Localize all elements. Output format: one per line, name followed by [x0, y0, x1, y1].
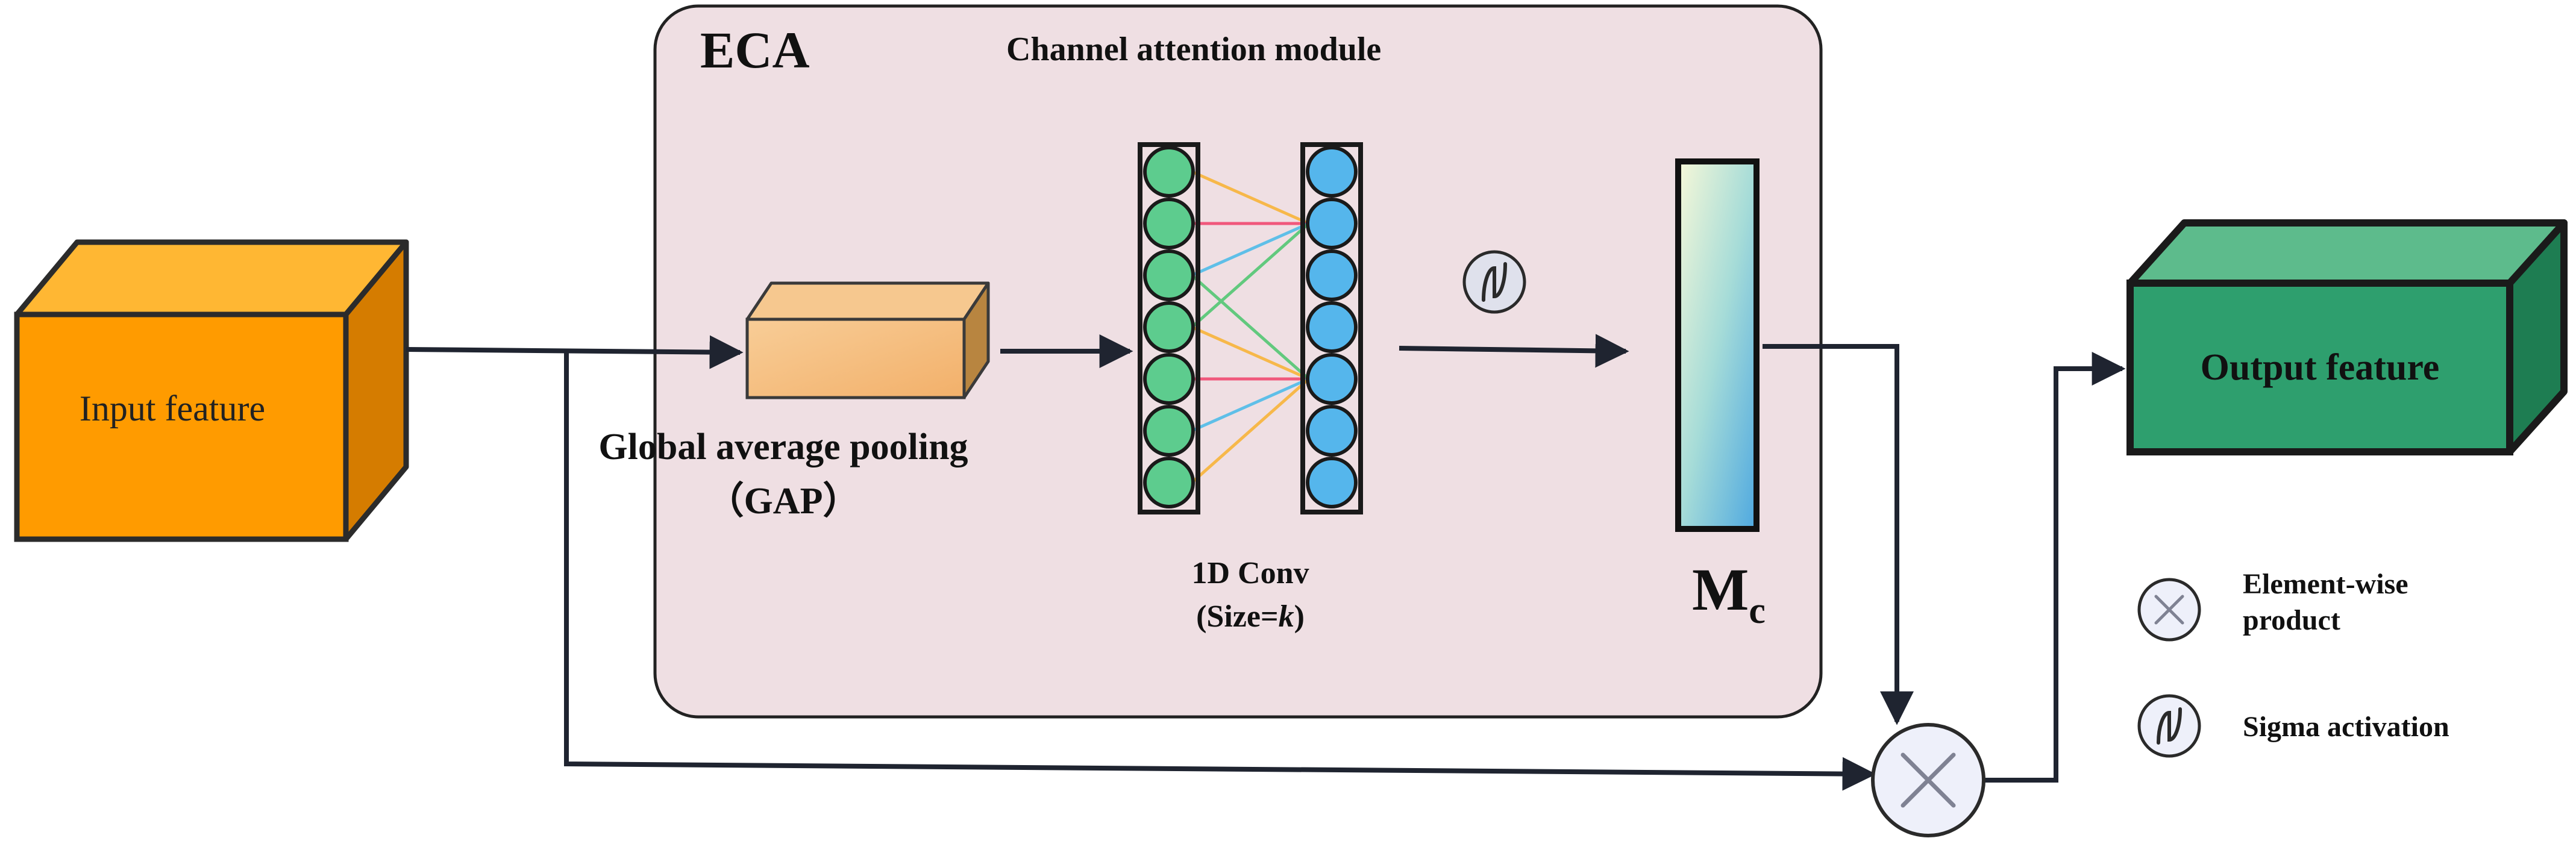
mc-attention-map	[1675, 158, 1760, 532]
legend-sigma-label: Sigma activation	[2243, 711, 2449, 743]
conv-output-neuron	[1306, 353, 1358, 405]
legend: Element-wise product Sigma activation	[2137, 568, 2449, 758]
conv-input-neuron	[1143, 249, 1195, 301]
conv-connection-line	[1191, 222, 1310, 277]
conv-input-neuron	[1143, 301, 1195, 353]
conv-size-suffix: )	[1294, 599, 1305, 634]
cube-output-icon	[2126, 219, 2568, 455]
mc-label-main: M	[1692, 556, 1749, 623]
multiply-icon	[1871, 723, 1985, 837]
sigma-icon	[1462, 250, 1526, 314]
conv-connection-line	[1191, 377, 1310, 433]
conv-output-neuron	[1306, 405, 1358, 457]
conv-connection-line	[1191, 170, 1310, 225]
conv-input-neuron	[1143, 405, 1195, 457]
conv-left-column	[1138, 142, 1200, 514]
conv-connection-line	[1191, 274, 1310, 380]
conv-label-line1: 1D Conv	[1191, 556, 1309, 590]
multiply-to-output-arrow	[1984, 352, 2126, 783]
input-feature-label: Input feature	[80, 389, 265, 428]
conv-size-k: k	[1279, 599, 1294, 634]
eca-module-box	[653, 4, 1823, 719]
legend-sigma-icon	[2137, 694, 2201, 758]
conv-input-neuron	[1143, 146, 1195, 198]
conv-connection-line	[1191, 222, 1310, 328]
conv-size-prefix: (Size=	[1196, 599, 1278, 634]
conv-input-neuron	[1143, 457, 1195, 508]
conv-label-line2: (Size=k)	[1196, 599, 1305, 634]
conv-output-neuron	[1306, 249, 1358, 301]
conv-right-column	[1300, 142, 1363, 514]
mc-label: Mc	[1692, 556, 1766, 631]
conv-connection-line	[1191, 378, 1310, 484]
conv-input-neuron	[1143, 353, 1195, 405]
output-feature-label: Output feature	[2201, 347, 2440, 388]
conv-output-neuron	[1306, 146, 1358, 198]
gap-label-line2: （GAP）	[707, 480, 860, 522]
module-title: Channel attention module	[1006, 31, 1381, 68]
module-tag: ECA	[700, 21, 810, 79]
conv-output-neuron	[1306, 198, 1358, 249]
conv-output-neuron	[1306, 301, 1358, 353]
input-to-gap-arrow	[406, 335, 744, 369]
conv-output-neuron	[1306, 457, 1358, 508]
mc-label-sub: c	[1749, 590, 1766, 631]
legend-multiply-icon	[2137, 578, 2201, 642]
gap-block-icon	[745, 281, 990, 399]
conv-neurons	[1143, 146, 1358, 508]
conv-input-neuron	[1143, 198, 1195, 249]
input-skip-line	[564, 352, 1876, 791]
conv-connection-line	[1191, 325, 1310, 381]
legend-product-line2: product	[2243, 604, 2340, 636]
flow-lines	[406, 334, 2126, 791]
legend-product-line1: Element-wise	[2243, 568, 2408, 600]
mc-to-multiply-arrow	[1763, 344, 1914, 725]
conv-connections	[1191, 170, 1310, 484]
conv-to-mc-arrow	[1399, 334, 1629, 368]
gap-label-line1: Global average pooling	[598, 427, 968, 467]
cube-input-icon	[14, 239, 409, 542]
